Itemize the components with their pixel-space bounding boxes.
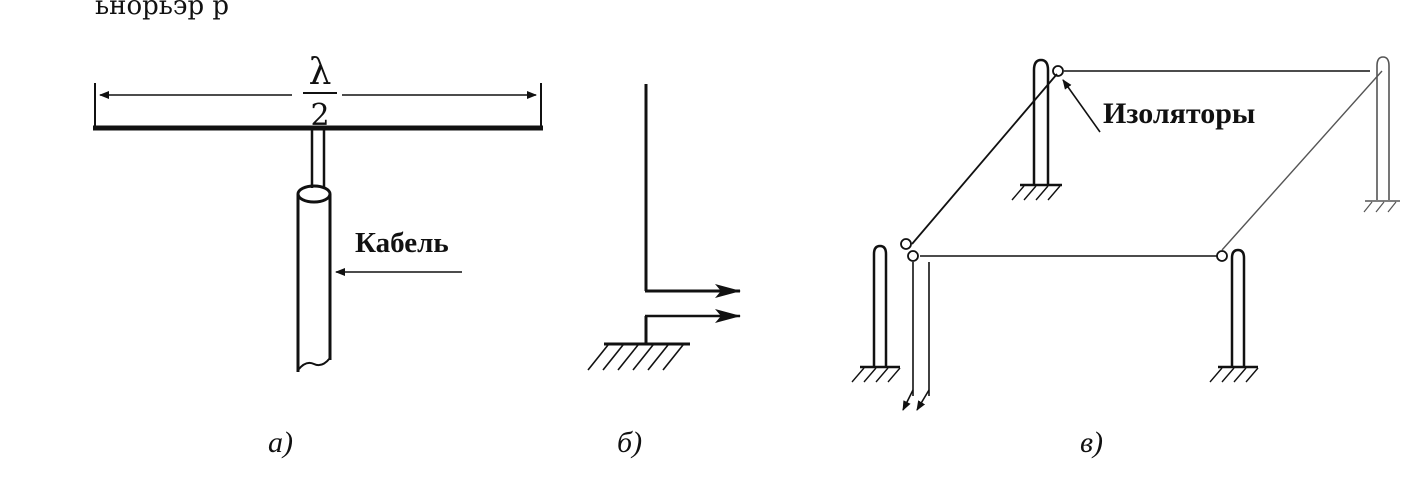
mast-front-right [1209, 248, 1259, 383]
ground-feed [644, 309, 741, 343]
cable-label: Кабель [355, 227, 449, 259]
panel-b: б) [587, 84, 741, 459]
panel-a: λ 2 Кабель а) [93, 52, 543, 459]
antenna-wires [911, 70, 1383, 257]
dipole-bar [93, 83, 543, 131]
feeder-leads [902, 262, 930, 411]
ground-symbol [587, 342, 690, 371]
header-fragment: ьнорьэр р [95, 0, 229, 21]
insulators-label: Изоляторы [1103, 97, 1255, 130]
length-numerator: λ [309, 52, 332, 93]
feed-line [310, 130, 326, 188]
insulator-marks [900, 65, 1228, 262]
panel-c: Изоляторы в) [851, 56, 1400, 459]
mast-front-left [851, 244, 901, 383]
mast-back-left [1011, 58, 1062, 201]
coax-cable [296, 184, 332, 372]
caption-c: в) [1080, 426, 1103, 459]
insulator-pointer-arrow [1062, 79, 1101, 133]
caption-a: а) [268, 426, 293, 459]
vertical-radiator [644, 84, 741, 298]
caption-b: б) [617, 426, 642, 459]
length-denominator: 2 [310, 98, 329, 133]
mast-back-right [1363, 56, 1400, 213]
